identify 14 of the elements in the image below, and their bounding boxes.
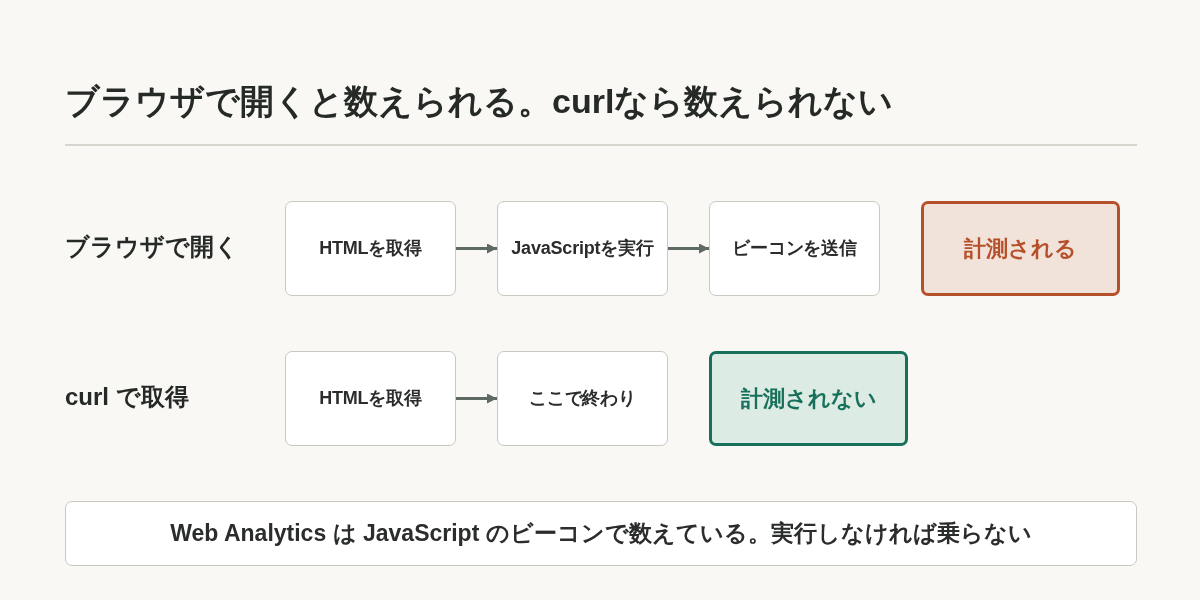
row-label: curl で取得	[65, 382, 189, 412]
result-box: 計測される	[921, 201, 1120, 296]
result-box: 計測されない	[709, 351, 908, 446]
arrow	[456, 393, 497, 404]
arrow	[456, 243, 497, 254]
process-box: ここで終わり	[497, 351, 668, 446]
arrow	[668, 243, 709, 254]
note-box: Web Analytics は JavaScript のビーコンで数えている。実行しなければ乗らない	[65, 501, 1137, 566]
title: ブラウザで開くと数えられる。curlなら数えられない	[65, 81, 894, 122]
process-box: ビーコンを送信	[709, 201, 880, 296]
process-box: HTMLを取得	[285, 201, 456, 296]
process-box: HTMLを取得	[285, 351, 456, 446]
process-box: JavaScriptを実行	[497, 201, 668, 296]
row-label: ブラウザで開く	[65, 232, 239, 262]
